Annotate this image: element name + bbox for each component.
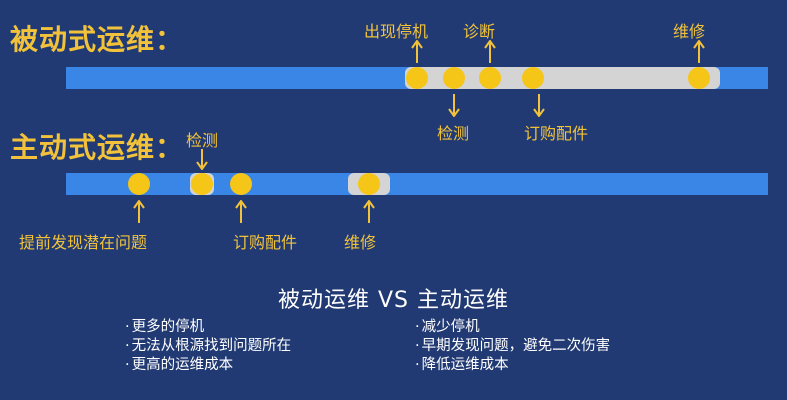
arrow-down-icon xyxy=(447,93,461,117)
passive-repair-label: 维修 xyxy=(673,22,706,41)
arrow-up-icon xyxy=(234,200,248,224)
comparison-title: 被动运维 VS 主动运维 xyxy=(277,288,509,313)
passive-detect-marker xyxy=(443,67,465,89)
passive-section-title: 被动式运维： xyxy=(10,23,185,56)
active-detect-label: 检测 xyxy=(186,131,219,150)
arrow-up-icon xyxy=(483,40,497,64)
arrow-down-icon xyxy=(532,93,546,117)
list-item: 减少停机 xyxy=(415,318,610,337)
list-item: 无法从根源找到问题所在 xyxy=(125,337,292,356)
active-repair-label: 维修 xyxy=(344,233,377,252)
active-timeline xyxy=(66,173,768,195)
arrow-up-icon xyxy=(132,200,146,224)
list-item: 更多的停机 xyxy=(125,318,291,337)
passive-shutdown-label: 出现停机 xyxy=(364,22,429,41)
passive-detect-label: 检测 xyxy=(437,124,470,143)
arrow-up-icon xyxy=(692,40,706,64)
passive-points-list: 更多的停机 无法从根源找到问题所在 更高的运维成本 xyxy=(125,318,292,375)
arrow-down-icon xyxy=(195,148,209,170)
passive-repair-marker xyxy=(688,67,710,89)
active-early-find-label: 提前发现潜在问题 xyxy=(19,233,148,252)
active-detect-marker xyxy=(191,173,213,195)
passive-diagnose-label: 诊断 xyxy=(463,22,496,41)
passive-order-marker xyxy=(522,67,544,89)
active-early-find-marker xyxy=(128,173,150,195)
active-order-label: 订购配件 xyxy=(233,233,298,252)
passive-order-label: 订购配件 xyxy=(524,124,589,143)
arrow-up-icon xyxy=(362,200,376,224)
active-points-list: 减少停机 早期发现问题，避免二次伤害 降低运维成本 xyxy=(415,318,611,375)
passive-diagnose-marker xyxy=(479,67,501,89)
active-order-marker xyxy=(230,173,252,195)
active-repair-marker xyxy=(358,173,380,195)
active-section-title: 主动式运维： xyxy=(10,131,185,164)
arrow-up-icon xyxy=(410,40,424,64)
passive-shutdown-marker xyxy=(406,67,428,89)
list-item: 降低运维成本 xyxy=(415,356,610,375)
list-item: 更高的运维成本 xyxy=(125,356,291,375)
list-item: 早期发现问题，避免二次伤害 xyxy=(415,337,611,356)
